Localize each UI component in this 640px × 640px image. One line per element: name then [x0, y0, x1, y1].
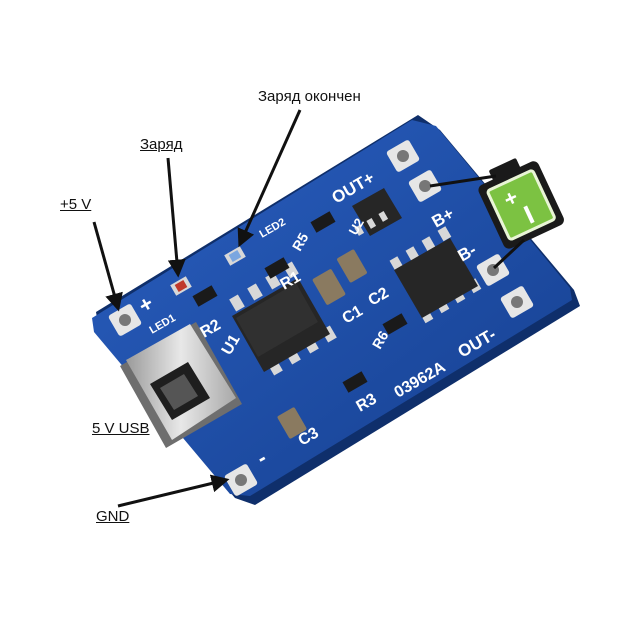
capacitor-c1	[312, 269, 346, 305]
callout-usb-5v: 5 V USB	[92, 420, 150, 437]
pad-gnd	[224, 464, 258, 496]
label-r5: R5	[289, 230, 312, 254]
capacitors	[277, 249, 367, 439]
pad-plus-5v	[108, 304, 142, 336]
mounting-pads	[108, 140, 534, 496]
resistor-r3-part	[342, 371, 368, 393]
callout-charge-done: Заряд окончен	[258, 88, 361, 105]
callout-gnd: GND	[96, 508, 130, 525]
capacitor-c2	[337, 249, 367, 283]
resistor-r2-part	[192, 285, 218, 307]
pad-b-plus	[408, 170, 442, 202]
arrow-plus-5v	[92, 221, 123, 312]
battery-wire-plus	[429, 174, 497, 188]
battery-wire-minus	[492, 238, 526, 270]
chip-u1	[229, 261, 337, 376]
battery-icon: +	[478, 158, 564, 249]
resistor-r6-part	[382, 313, 408, 335]
capacitor-c3	[277, 407, 307, 439]
resistor-r5-part	[310, 211, 336, 233]
pad-out-plus-top	[386, 140, 420, 172]
pad-out-minus	[500, 286, 534, 318]
callout-charging: Заряд	[140, 136, 183, 153]
arrow-charge-done	[237, 109, 302, 248]
callout-plus-5v: +5 V	[60, 196, 92, 213]
resistors	[192, 211, 408, 393]
arrow-charging	[166, 157, 186, 278]
led1	[170, 276, 192, 296]
arrow-gnd	[117, 474, 230, 508]
led2	[224, 246, 246, 266]
label-r6: R6	[369, 328, 392, 352]
resistor-r1-part	[264, 257, 290, 279]
chip-mosfet	[389, 226, 482, 324]
micro-usb-connector	[120, 322, 242, 448]
chip-u2	[352, 188, 402, 236]
label-u2: U2	[346, 216, 367, 238]
